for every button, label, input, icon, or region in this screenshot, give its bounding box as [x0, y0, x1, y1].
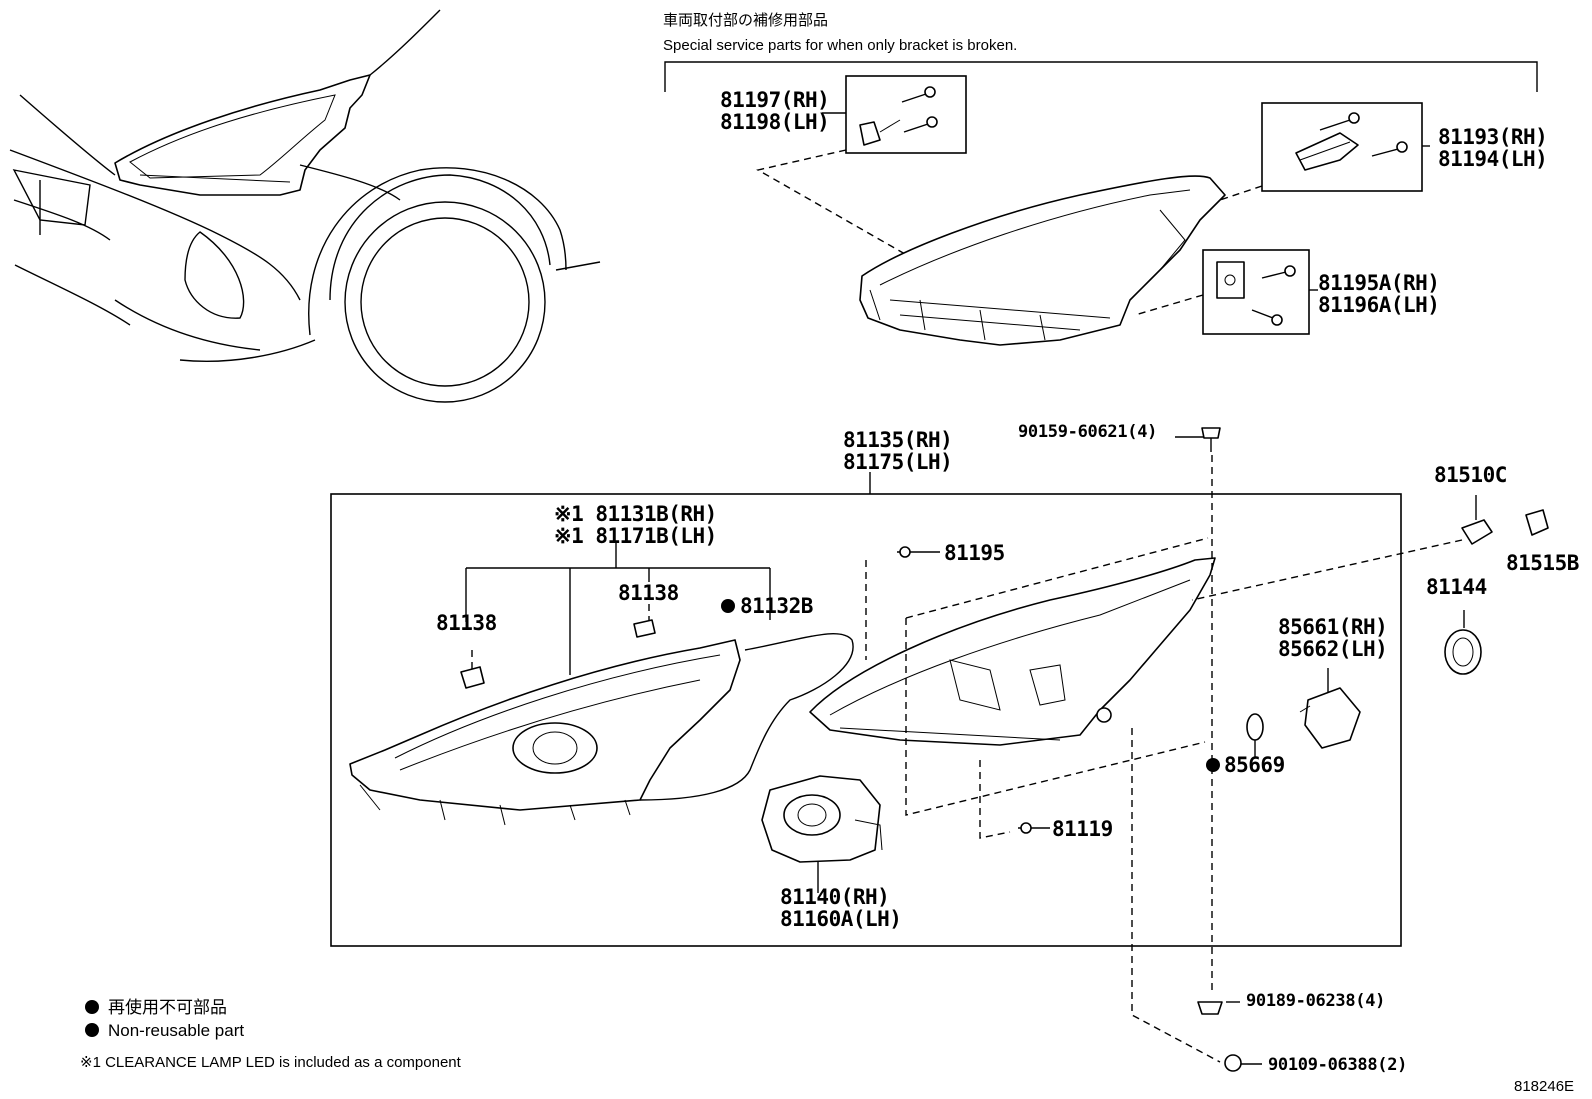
label-85662: 85662(LH): [1278, 637, 1387, 661]
non-reusable-dot-85669: [1206, 758, 1220, 772]
legend-non-reusable-jp: 再使用不可部品: [108, 997, 227, 1017]
legend-non-reusable-en: Non-reusable part: [108, 1021, 244, 1040]
label-81196A: 81196A(LH): [1318, 293, 1439, 317]
label-81175: 81175(LH): [843, 450, 952, 474]
label-81195A: 81195A(RH): [1318, 271, 1439, 295]
label-90109: 90109-06388(2): [1268, 1055, 1407, 1075]
label-81193: 81193(RH): [1438, 125, 1547, 149]
label-81131B: ※1 81131B(RH): [554, 502, 717, 526]
label-81132B: 81132B: [740, 594, 813, 618]
label-90159: 90159-60621(4): [1018, 422, 1157, 442]
label-81510C: 81510C: [1434, 463, 1507, 487]
label-81138-left: 81138: [436, 611, 497, 635]
label-90189: 90189-06238(4): [1246, 991, 1385, 1011]
label-81515B: 81515B: [1506, 551, 1579, 575]
label-81198: 81198(LH): [720, 110, 829, 134]
label-81138-right: 81138: [618, 581, 679, 605]
label-81119: 81119: [1052, 817, 1113, 841]
label-81140: 81140(RH): [780, 885, 889, 909]
bracket-service-section: [664, 61, 1538, 346]
legend-dot-jp: [85, 1000, 99, 1014]
label-85661: 85661(RH): [1278, 615, 1387, 639]
legend-dot-en: [85, 1023, 99, 1037]
label-81197: 81197(RH): [720, 88, 829, 112]
label-85669: 85669: [1224, 753, 1285, 777]
bracket-section-title-en: Special service parts for when only brac…: [663, 37, 1017, 54]
label-81195: 81195: [944, 541, 1005, 565]
label-81160A: 81160A(LH): [780, 907, 901, 931]
non-reusable-dot-81132B: [721, 599, 735, 613]
headlamp-assembly-section: [330, 427, 1549, 1072]
label-81144: 81144: [1426, 575, 1487, 599]
vehicle-front-illustration: [9, 9, 601, 403]
bracket-section-title-jp: 車両取付部の補修用部品: [663, 11, 828, 29]
label-81135: 81135(RH): [843, 428, 952, 452]
label-81194: 81194(LH): [1438, 147, 1547, 171]
figure-code: 818246E: [1514, 1078, 1574, 1095]
footnote-clearance-lamp: ※1 CLEARANCE LAMP LED is included as a c…: [80, 1054, 462, 1071]
label-81171B: ※1 81171B(LH): [554, 524, 717, 548]
